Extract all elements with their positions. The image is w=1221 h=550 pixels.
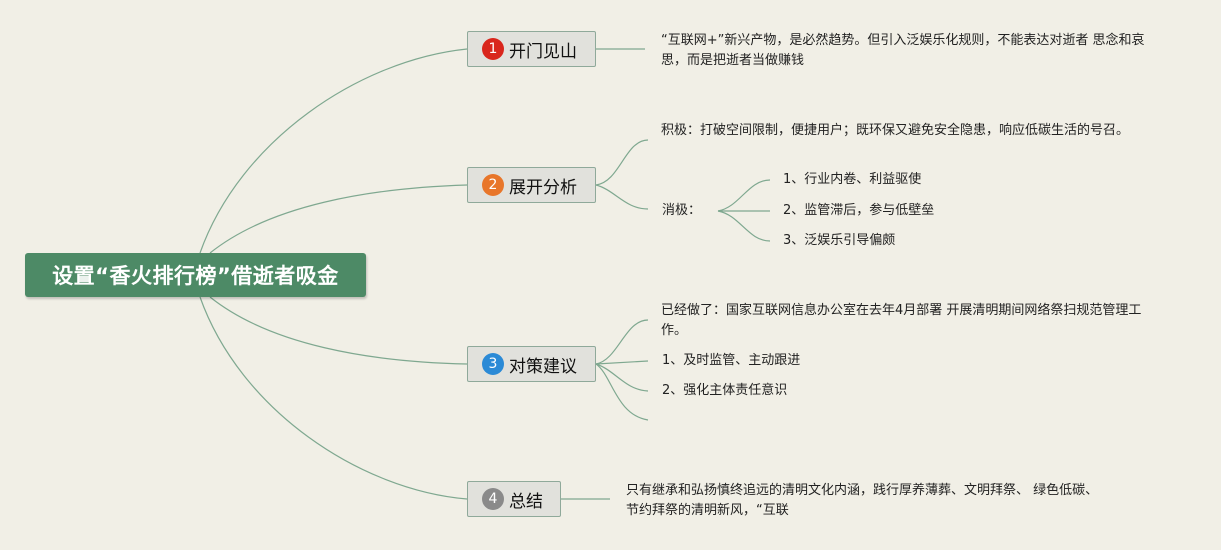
branch-2-label: 展开分析	[509, 177, 577, 198]
branch-3-leaf-3[interactable]: 2、强化主体责任意识	[662, 383, 788, 398]
branch-1-leaf-1[interactable]: “互联网+”新兴产物，是必然趋势。但引入泛娱乐化规则，不能表达对逝者 思念和哀思…	[661, 33, 1145, 68]
connector-leaf-3a	[595, 319, 649, 365]
negative-sub-item-1[interactable]: 1、行业内卷、利益驱使	[783, 172, 922, 187]
branch-4[interactable]: 4 总结	[467, 481, 561, 517]
branch-3-leaf-1[interactable]: 已经做了：国家互联网信息办公室在去年4月部署 开展清明期间网络祭扫规范管理工作。	[661, 303, 1142, 338]
number-2-icon: 2	[482, 174, 504, 196]
connector-leaf-3c	[595, 363, 649, 392]
number-4-icon: 4	[482, 488, 504, 510]
connector-sub-3	[717, 210, 771, 242]
branch-3[interactable]: 3 对策建议	[467, 346, 596, 382]
branch-4-label: 总结	[509, 491, 543, 512]
branch-3-label: 对策建议	[509, 356, 577, 377]
negative-sub-item-3[interactable]: 3、泛娱乐引导偏颇	[783, 233, 896, 248]
connector-leaf-3d	[595, 363, 649, 421]
branch-4-leaf-1[interactable]: 只有继承和弘扬慎终追远的清明文化内涵，践行厚养薄葬、文明拜祭、 绿色低碳、节约拜…	[626, 483, 1099, 518]
connector-leaf-2a	[595, 139, 649, 186]
connector-branch-2	[209, 184, 468, 254]
connector-leaf-3b	[595, 360, 649, 365]
number-1-icon: 1	[482, 38, 504, 60]
branch-2-leaf-negative[interactable]: 消极：	[662, 203, 702, 218]
branch-2-leaf-positive[interactable]: 积极：打破空间限制，便捷用户；既环保又避免安全隐患，响应低碳生活的号召。	[661, 123, 1130, 138]
connector-branch-1	[199, 48, 468, 254]
central-topic[interactable]: 设置“香火排行榜”借逝者吸金	[25, 253, 366, 297]
branch-2[interactable]: 2 展开分析	[467, 167, 596, 203]
connector-sub-1	[717, 179, 771, 212]
connector-branch-3	[209, 296, 468, 365]
number-3-icon: 3	[482, 353, 504, 375]
branch-3-leaf-2[interactable]: 1、及时监管、主动跟进	[662, 353, 801, 368]
branch-1-label: 开门见山	[509, 41, 577, 62]
branch-1[interactable]: 1 开门见山	[467, 31, 596, 67]
negative-sub-item-2[interactable]: 2、监管滞后，参与低壁垒	[783, 203, 935, 218]
connector-branch-4	[199, 296, 468, 500]
connector-leaf-2b	[595, 184, 649, 210]
